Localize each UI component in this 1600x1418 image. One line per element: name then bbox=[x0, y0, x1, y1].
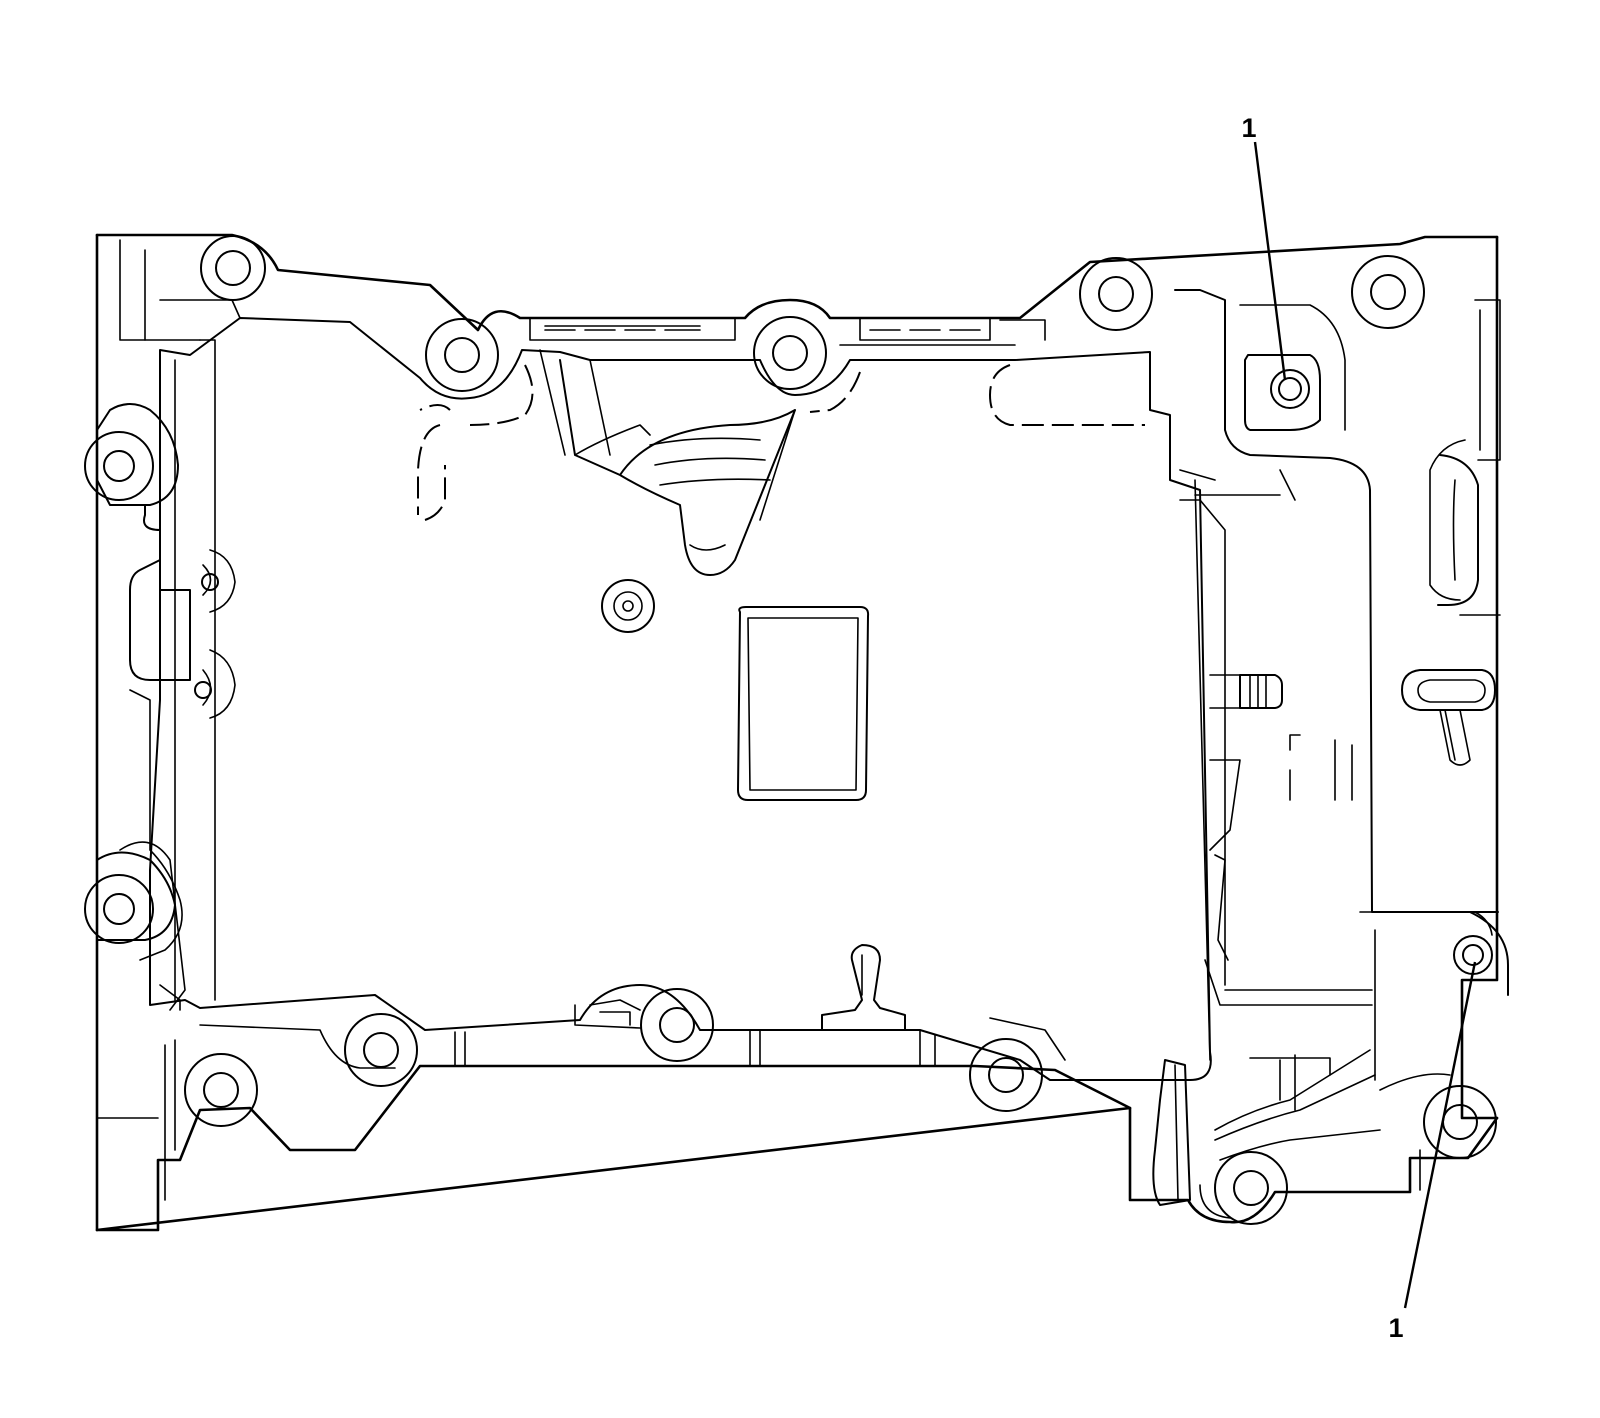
leader-line bbox=[1403, 961, 1477, 1309]
bolt-hole bbox=[201, 573, 219, 591]
callout-1-bottom: 1 bbox=[1388, 961, 1477, 1343]
bolt-hole bbox=[753, 316, 827, 390]
bolt-hole bbox=[640, 988, 714, 1062]
drain-plug bbox=[601, 579, 655, 633]
bolt-hole bbox=[84, 874, 154, 944]
dashed-contours bbox=[417, 364, 1145, 521]
leader-line bbox=[1253, 141, 1287, 381]
bolt-holes bbox=[84, 235, 1497, 1225]
bolt-hole bbox=[344, 1013, 418, 1087]
bolt-hole bbox=[969, 1038, 1043, 1112]
lower-bracket bbox=[1152, 1049, 1451, 1219]
bolt-hole bbox=[84, 431, 154, 501]
sump-funnel bbox=[539, 349, 796, 576]
bolt-hole bbox=[200, 235, 266, 301]
bolt-hole bbox=[194, 681, 212, 699]
right-outer-features bbox=[1401, 299, 1501, 766]
pan-floor-outline bbox=[119, 239, 1212, 1081]
center-pad bbox=[737, 606, 870, 801]
left-side-details bbox=[96, 403, 236, 1011]
bolt-hole bbox=[1351, 255, 1425, 329]
callout-1-top: 1 bbox=[1241, 113, 1287, 381]
bolt-hole bbox=[425, 318, 499, 392]
right-compartment bbox=[1174, 289, 1499, 1081]
callout-hole bbox=[1270, 369, 1310, 409]
bottom-edge-details bbox=[96, 944, 1066, 1201]
bolt-hole bbox=[1079, 257, 1153, 331]
callout-label: 1 bbox=[1241, 113, 1256, 143]
callout-hole bbox=[1374, 911, 1509, 996]
bolt-hole bbox=[184, 1053, 258, 1127]
bolt-hole bbox=[1423, 1085, 1497, 1159]
top-rib-detail bbox=[529, 317, 1046, 346]
oil-pan-housing bbox=[95, 233, 1499, 1232]
callout-label: 1 bbox=[1388, 1313, 1403, 1343]
bolt-hole bbox=[1214, 1151, 1288, 1225]
